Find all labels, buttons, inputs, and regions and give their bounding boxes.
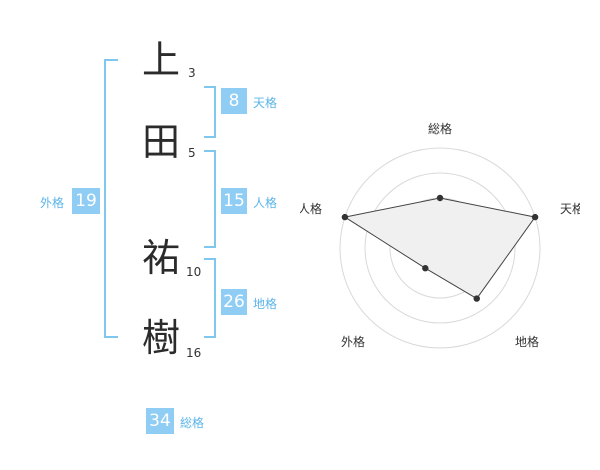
tenkaku-value: 8: [221, 88, 247, 114]
radar-axis-label-1: 総格: [428, 121, 452, 136]
stroke-count-2: 5: [188, 146, 196, 160]
radar-axis-label-4: 外格: [341, 334, 365, 349]
radar-point-2: [531, 213, 539, 221]
radar-point-4: [422, 265, 429, 272]
radar-point-5: [341, 213, 349, 221]
jinkaku-label: 人格: [253, 196, 278, 210]
chikaku-value: 26: [221, 289, 247, 315]
soukaku-value: 34: [146, 408, 174, 434]
name-char-2: 田: [142, 120, 181, 164]
tenkaku-label: 天格: [253, 96, 278, 110]
radar-series-area: [343, 197, 536, 300]
name-char-3: 祐: [142, 236, 181, 280]
chikaku-bracket: [204, 258, 216, 338]
soukaku-label: 総格: [180, 416, 205, 430]
radar-axis-label-5: 人格: [300, 201, 322, 216]
gaikaku-label: 外格: [40, 196, 65, 210]
radar-ring-4: [339, 147, 541, 349]
radar-point-1: [436, 194, 444, 202]
stroke-count-1: 3: [188, 66, 196, 80]
gaikaku-bracket: [104, 59, 118, 338]
radar-axis-label-2: 天格: [560, 201, 580, 216]
jinkaku-value: 15: [221, 188, 247, 214]
stroke-count-3: 10: [186, 265, 202, 279]
radar-axis-label-3: 地格: [515, 334, 539, 349]
name-char-1: 上: [142, 38, 181, 82]
radar-point-3: [473, 295, 480, 302]
stroke-count-4: 16: [186, 346, 202, 360]
gaikaku-value: 19: [72, 188, 100, 214]
jinkaku-bracket: [204, 150, 216, 248]
name-char-4: 樹: [142, 316, 181, 360]
chikaku-label: 地格: [253, 297, 278, 311]
tenkaku-bracket: [204, 86, 216, 138]
radar-ring-3: [364, 172, 516, 324]
